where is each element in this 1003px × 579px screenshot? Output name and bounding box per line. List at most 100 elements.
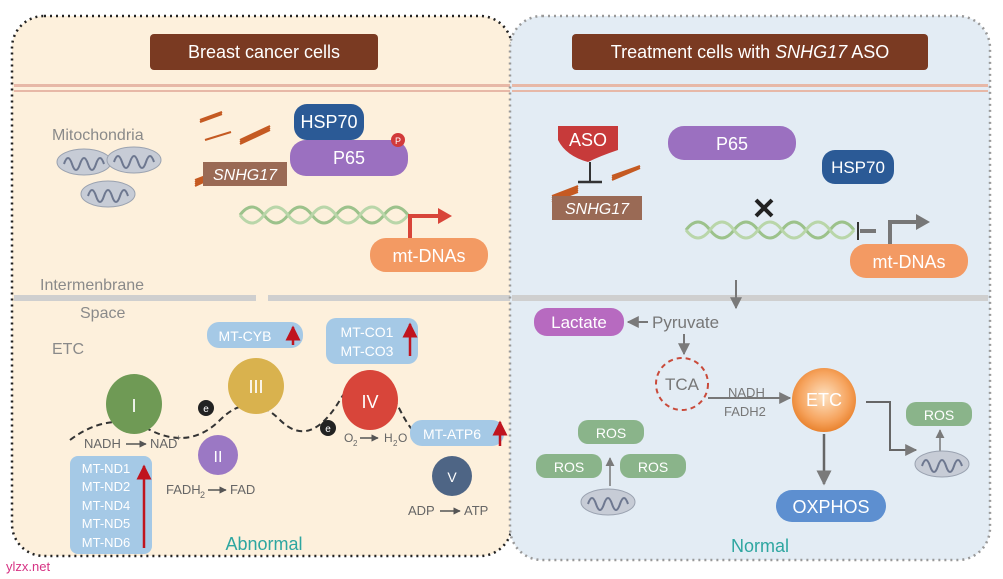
tca-label: TCA [665,375,700,394]
fadh-sub: 2 [200,490,205,500]
outer-membrane-right-2 [512,90,988,92]
etc-to-ros-arrow [866,401,918,456]
electron-path [69,376,461,444]
p65-label-right: P65 [716,134,748,154]
complex-v-label: V [447,469,457,485]
oxphos-label: OXPHOS [792,497,869,517]
mt-nd4-label: MT-ND4 [82,498,130,513]
mt-atp6-label: MT-ATP6 [423,426,481,442]
outer-membrane-right [512,84,988,87]
mitochondrion-icon [56,148,112,176]
p65-box-right [668,126,796,160]
hsp70-label: HSP70 [300,112,357,132]
right-panel: Treatment cells with SNHG17 ASO ASO SNHG… [508,14,992,562]
complex-iii [228,358,284,414]
left-title-box [150,34,378,70]
blocked-transcription-arrowhead [916,214,930,230]
aso-label: ASO [569,130,607,150]
inner-membrane-right [268,295,510,301]
mt-nd-box [70,456,152,554]
right-title-box [572,34,928,70]
fadh2-right-label: FADH2 [724,404,766,419]
dna-strand-b [238,205,410,225]
complex-iv [342,370,398,430]
complex-ii-label: II [214,449,223,466]
snhg17-rna-squiggle-2 [239,125,271,145]
mt-cyb-box [207,322,303,348]
mtdna-box [370,238,488,272]
etc-right-label: ETC [806,390,842,410]
left-panel: Breast cancer cells Mitochondria HSP70 P… [10,14,514,558]
lactate-label: Lactate [551,313,607,332]
hsp70-box [294,104,364,140]
pyruvate-label: Pyruvate [652,313,719,332]
hsp70-label-right: HSP70 [831,158,885,177]
complex-ii [198,435,238,475]
h2o-sub: 2 [393,439,398,448]
nad-plus: + [176,433,181,443]
dna-strand-right-b [684,220,856,240]
mt-nd6-label: MT-ND6 [82,535,130,550]
transcription-arrowhead [438,208,452,224]
status-abnormal: Abnormal [225,534,302,554]
watermark: ylzx.net [6,559,50,574]
o2-label: O [344,431,353,445]
p65-box [290,140,408,176]
outer-membrane [14,84,510,87]
h2o-o: O [398,431,407,445]
o2-sub: 2 [353,439,358,448]
intermembrane-label: Intermenbrane [40,277,144,294]
snhg17-label: SNHG17 [213,167,278,184]
etc-label: ETC [52,341,84,358]
inner-membrane-left [14,295,256,301]
dna-strand-right-a [684,220,856,240]
complex-v [432,456,472,496]
electron-label: e [203,404,209,415]
adp-label: ADP [408,503,435,518]
phospho-icon [391,133,405,147]
ros-box [578,420,644,444]
right-panel-border [508,14,992,562]
nadh-right-label: NADH [728,385,765,400]
blocked-transcription-arrow [860,220,918,250]
mt-atp6-box [410,420,504,446]
block-x-icon [754,198,774,218]
nadh-label: NADH [84,436,121,451]
transcription-arrow [408,214,440,238]
mitochondrion-icon [106,146,162,174]
mt-co1-label: MT-CO1 [341,324,394,340]
aso-shape [558,126,618,162]
atp-label: ATP [464,503,488,518]
inner-membrane-right-panel [512,295,988,301]
complex-i [106,374,162,434]
complex-i-label: I [131,396,136,416]
mt-co3-label: MT-CO3 [341,343,394,359]
mitochondrion-icon [914,450,970,478]
mitochondria-label: Mitochondria [52,127,144,144]
mt-co-box [326,318,418,364]
snhg17-rna-squiggle-right-2 [611,165,641,181]
intermembrane-space-label: Space [80,305,125,322]
snhg17-box-right [552,196,642,220]
outer-membrane-2 [14,90,510,92]
electron-icon [320,420,336,436]
nad-label: NAD [150,436,177,451]
oxphos-box [776,490,886,522]
ros-box [536,454,602,478]
etc-sphere [792,368,856,432]
electron-icon [198,400,214,416]
fad-label: FAD [230,482,255,497]
mt-nd5-label: MT-ND5 [82,516,130,531]
status-normal: Normal [731,536,789,556]
snhg17-label-right: SNHG17 [565,201,630,218]
ros-label: ROS [924,407,954,423]
fadh-label: FADH [166,482,201,497]
ros-box [906,402,972,426]
ros-label: ROS [596,425,626,441]
ros-label: ROS [638,459,668,475]
hsp70-box-right [822,150,894,184]
mitochondrion-icon [80,180,136,208]
mtdna-box-right [850,244,968,278]
mtdna-label-right: mt-DNAs [873,252,946,272]
